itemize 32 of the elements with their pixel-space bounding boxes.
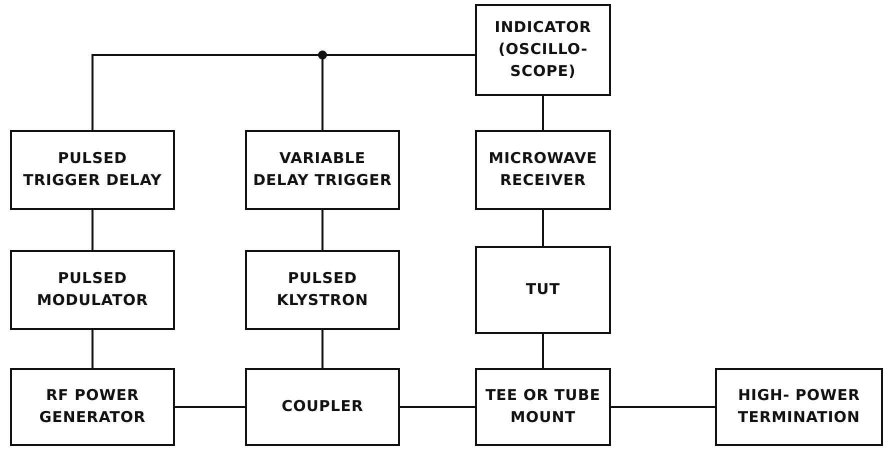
block-box [245, 368, 400, 446]
block-label: COUPLER [282, 396, 364, 418]
block-box [10, 130, 175, 210]
block-box [475, 130, 611, 210]
block-label: HIGH- POWER TERMINATION [736, 385, 862, 428]
block-label: RF POWER GENERATOR [38, 385, 147, 428]
connector-line [611, 406, 715, 408]
block-label: VARIABLE DELAY TRIGGER [253, 148, 392, 191]
block-label: TEE OR TUBE MOUNT [484, 385, 602, 428]
connector-line [322, 330, 324, 368]
block-label: INDICATOR (OSCILLO- SCOPE) [494, 17, 592, 82]
block-box [475, 4, 611, 96]
connector-line [400, 406, 475, 408]
connector-line [92, 330, 94, 368]
connector-line [542, 96, 544, 130]
connector-line [542, 334, 544, 368]
block-box [475, 368, 611, 446]
block-box [715, 368, 883, 446]
block-box [245, 250, 400, 330]
block-box [475, 246, 611, 334]
block-label: PULSED KLYSTRON [276, 268, 370, 311]
connector-line [322, 210, 324, 250]
connector-line [92, 210, 94, 250]
connector-line [175, 406, 245, 408]
block-label: TUT [526, 279, 560, 300]
block-box [10, 250, 175, 330]
connector-line [542, 210, 544, 246]
block-label: MICROWAVE RECEIVER [488, 148, 598, 191]
block-label: PULSED MODULATOR [36, 268, 150, 311]
block-box [245, 130, 400, 210]
block-box [10, 368, 175, 446]
block-label: PULSED TRIGGER DELAY [22, 148, 163, 191]
